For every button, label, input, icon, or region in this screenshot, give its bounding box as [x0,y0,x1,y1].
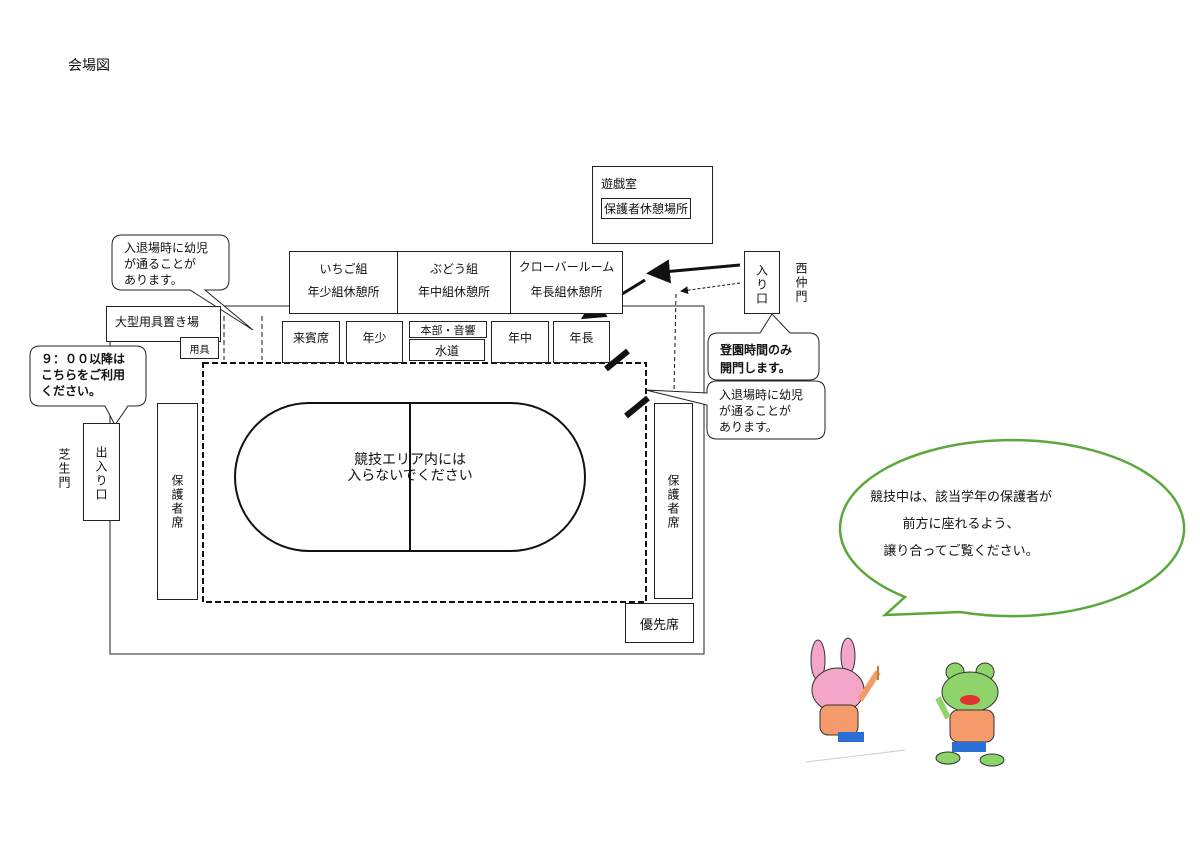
equipment-area: 用具 [180,337,219,359]
guest-seats: 来賓席 [282,321,340,363]
parent-seats-right: 保護者席 [654,403,693,599]
notice-line: 競技中は、該当学年の保護者が [869,490,1052,505]
west-gate-entrance[interactable]: 入り口 [744,251,780,314]
note-open-time: 登園時間のみ開門します。 [710,337,802,381]
room-use: 年長組休憩所 [530,285,603,299]
large-equipment-area: 大型用具置き場 [106,306,221,342]
lawn-gate-entrance[interactable]: 出入り口 [83,423,120,521]
label: 入り口 [754,264,769,306]
notice-line: 前方に座れるよう、 [902,517,1020,532]
note-line: こちらをご利用 [41,368,126,382]
note-right: 入退場時に幼児が通ることがあります。 [709,383,813,439]
label: 出入り口 [94,446,108,502]
notice-line: 譲り合ってご覧ください。 [883,544,1039,559]
note-line: 登園時間のみ [720,343,793,357]
rest-room-clover: クローバールーム 年長組休憩所 [510,251,623,314]
label: 保護者席 [170,474,184,530]
room-use: 年中組休憩所 [417,285,490,299]
note-after-9: ９：００以降はこちらをご利用ください。 [31,347,135,403]
note-line: 入退場時に幼児 [124,241,209,255]
frog-illustration [935,662,1005,767]
note-line: ください。 [41,384,102,398]
label: 保護者席 [666,474,680,530]
room-use: 年少組休憩所 [307,285,380,299]
rest-room-budou: ぶどう組 年中組休憩所 [397,251,511,314]
parent-seats-left: 保護者席 [157,403,198,600]
nensho-seats: 年少 [346,321,403,363]
nenchu-seats: 年中 [491,321,549,363]
nencho-seats: 年長 [553,321,610,363]
note-line: が通ることが [124,257,197,271]
competition-area [202,362,647,603]
note-line: 入退場時に幼児 [719,388,804,402]
playroom: 遊戯室 保護者休憩場所 [592,166,713,244]
gate-bar [604,348,630,372]
gate-bar [624,395,650,419]
note-line: あります。 [719,420,778,434]
rest-room-ichigo: いちご組 年少組休憩所 [289,251,398,314]
west-gate-label: 西仲門 [794,262,808,304]
lawn-gate-label: 芝生門 [57,448,71,490]
room-name: ぶどう組 [429,262,478,276]
parent-rest-area: 保護者休憩場所 [601,198,692,219]
priority-seats: 優先席 [625,603,694,643]
page-title: 会場図 [68,58,110,74]
playroom-label: 遊戯室 [601,177,638,191]
note-line: 開門します。 [720,361,791,375]
note-line: ９：００以降は [41,352,126,366]
note-line: が通ることが [719,404,792,418]
big-speech-bubble [838,438,1186,618]
water-tap: 水道 [409,339,485,361]
room-name: いちご組 [319,262,368,276]
note-line: あります。 [124,273,183,287]
arrow [646,259,741,284]
big-notice: 競技中は、該当学年の保護者が前方に座れるよう、譲り合ってご覧ください。 [800,484,1122,565]
hq-sound: 本部・音響 [409,321,487,338]
note-left-top: 入退場時に幼児が通ることがあります。 [114,236,218,292]
room-name: クローバールーム [518,260,615,274]
rabbit-illustration [805,637,906,763]
